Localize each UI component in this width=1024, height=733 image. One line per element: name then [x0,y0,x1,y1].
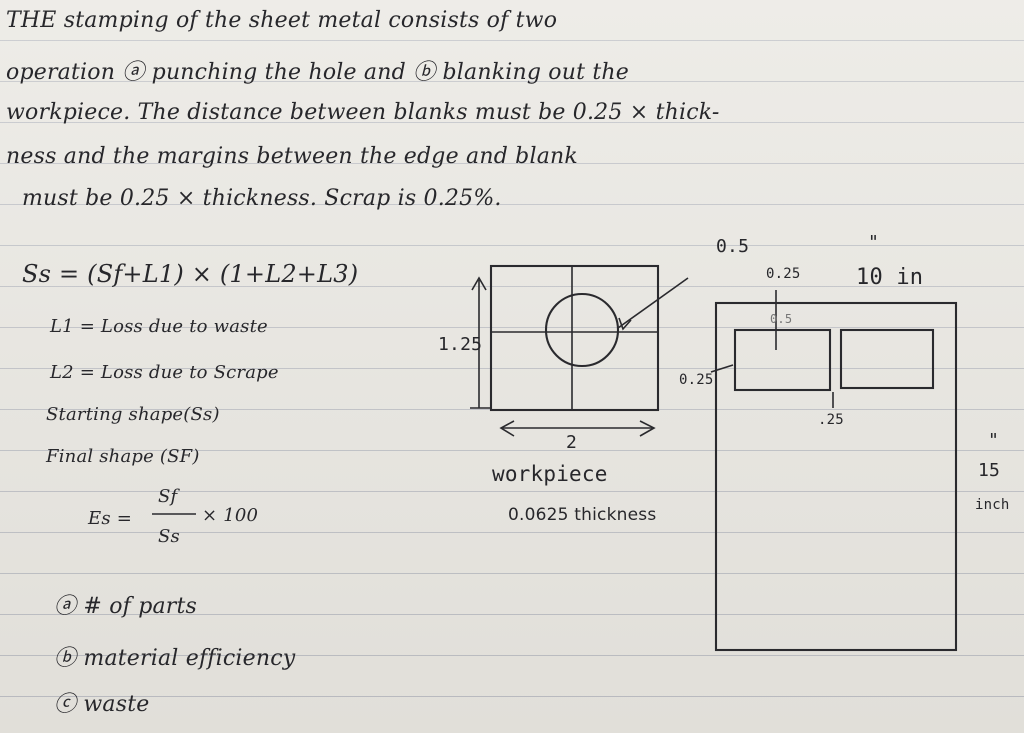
sheet-label-25-bottom: .25 [818,412,844,428]
hole-leader-line [617,277,689,329]
efficiency-denominator: Ss [158,526,180,547]
question-c: ⓒ waste [54,692,150,717]
statement-line-3: workpiece. The distance between blanks m… [6,100,720,125]
width-arrow-right [639,420,656,437]
definition-l1: L1 = Loss due to waste [50,316,268,337]
sheet-ditto-top: " [868,232,880,253]
main-formula: Ss = (Sf+L1) × (1+L2+L3) [22,260,359,288]
definition-l2: L2 = Loss due to Scrape [50,362,279,383]
height-arrow-top [471,276,487,291]
statement-line-1: THE stamping of the sheet metal consists… [6,8,558,33]
sheet-inner-05: 0.5 [770,312,793,326]
workpiece-caption: workpiece [492,462,608,486]
statement-line-5: must be 0.25 × thickness. Scrap is 0.25%… [22,186,502,211]
sheet-outline [714,301,958,652]
punched-hole [544,292,620,368]
efficiency-multiplier: × 100 [202,505,259,526]
workpiece-width-label: 2 [566,432,578,453]
sheet-height-label: 15 [978,460,1001,481]
workpiece-sketch [470,264,689,437]
final-shape-label: Final shape (SF) [46,446,200,467]
sheet-label-025-top: 0.25 [766,266,801,282]
sheet-sketch [710,290,958,652]
sheet-ditto-right: " [988,430,1000,451]
blank-2 [839,328,935,390]
question-b: ⓑ material efficiency [54,646,296,671]
workpiece-thickness: 0.0625 thickness [508,505,657,525]
sheet-width-label: 10 in [856,265,924,290]
statement-line-4: ness and the margins between the edge an… [6,144,578,169]
workpiece-outline [489,264,660,412]
blank-1 [733,328,832,392]
starting-shape-label: Starting shape(Ss) [46,404,220,425]
sheet-label-05: 0.5 [716,236,750,257]
width-arrow-left [499,420,515,437]
workpiece-height-label: 1.25 [438,334,483,355]
sheet-label-025-left: 0.25 [679,372,714,388]
sheet-height-unit: inch [975,497,1010,513]
efficiency-lhs: Es = [88,508,132,529]
question-a: ⓐ # of parts [54,594,198,619]
statement-line-2: operation ⓐ punching the hole and ⓑ blan… [6,60,629,85]
efficiency-numerator: Sf [158,486,178,507]
left-margin-mark [710,364,734,373]
leader-arrowhead [618,317,632,331]
